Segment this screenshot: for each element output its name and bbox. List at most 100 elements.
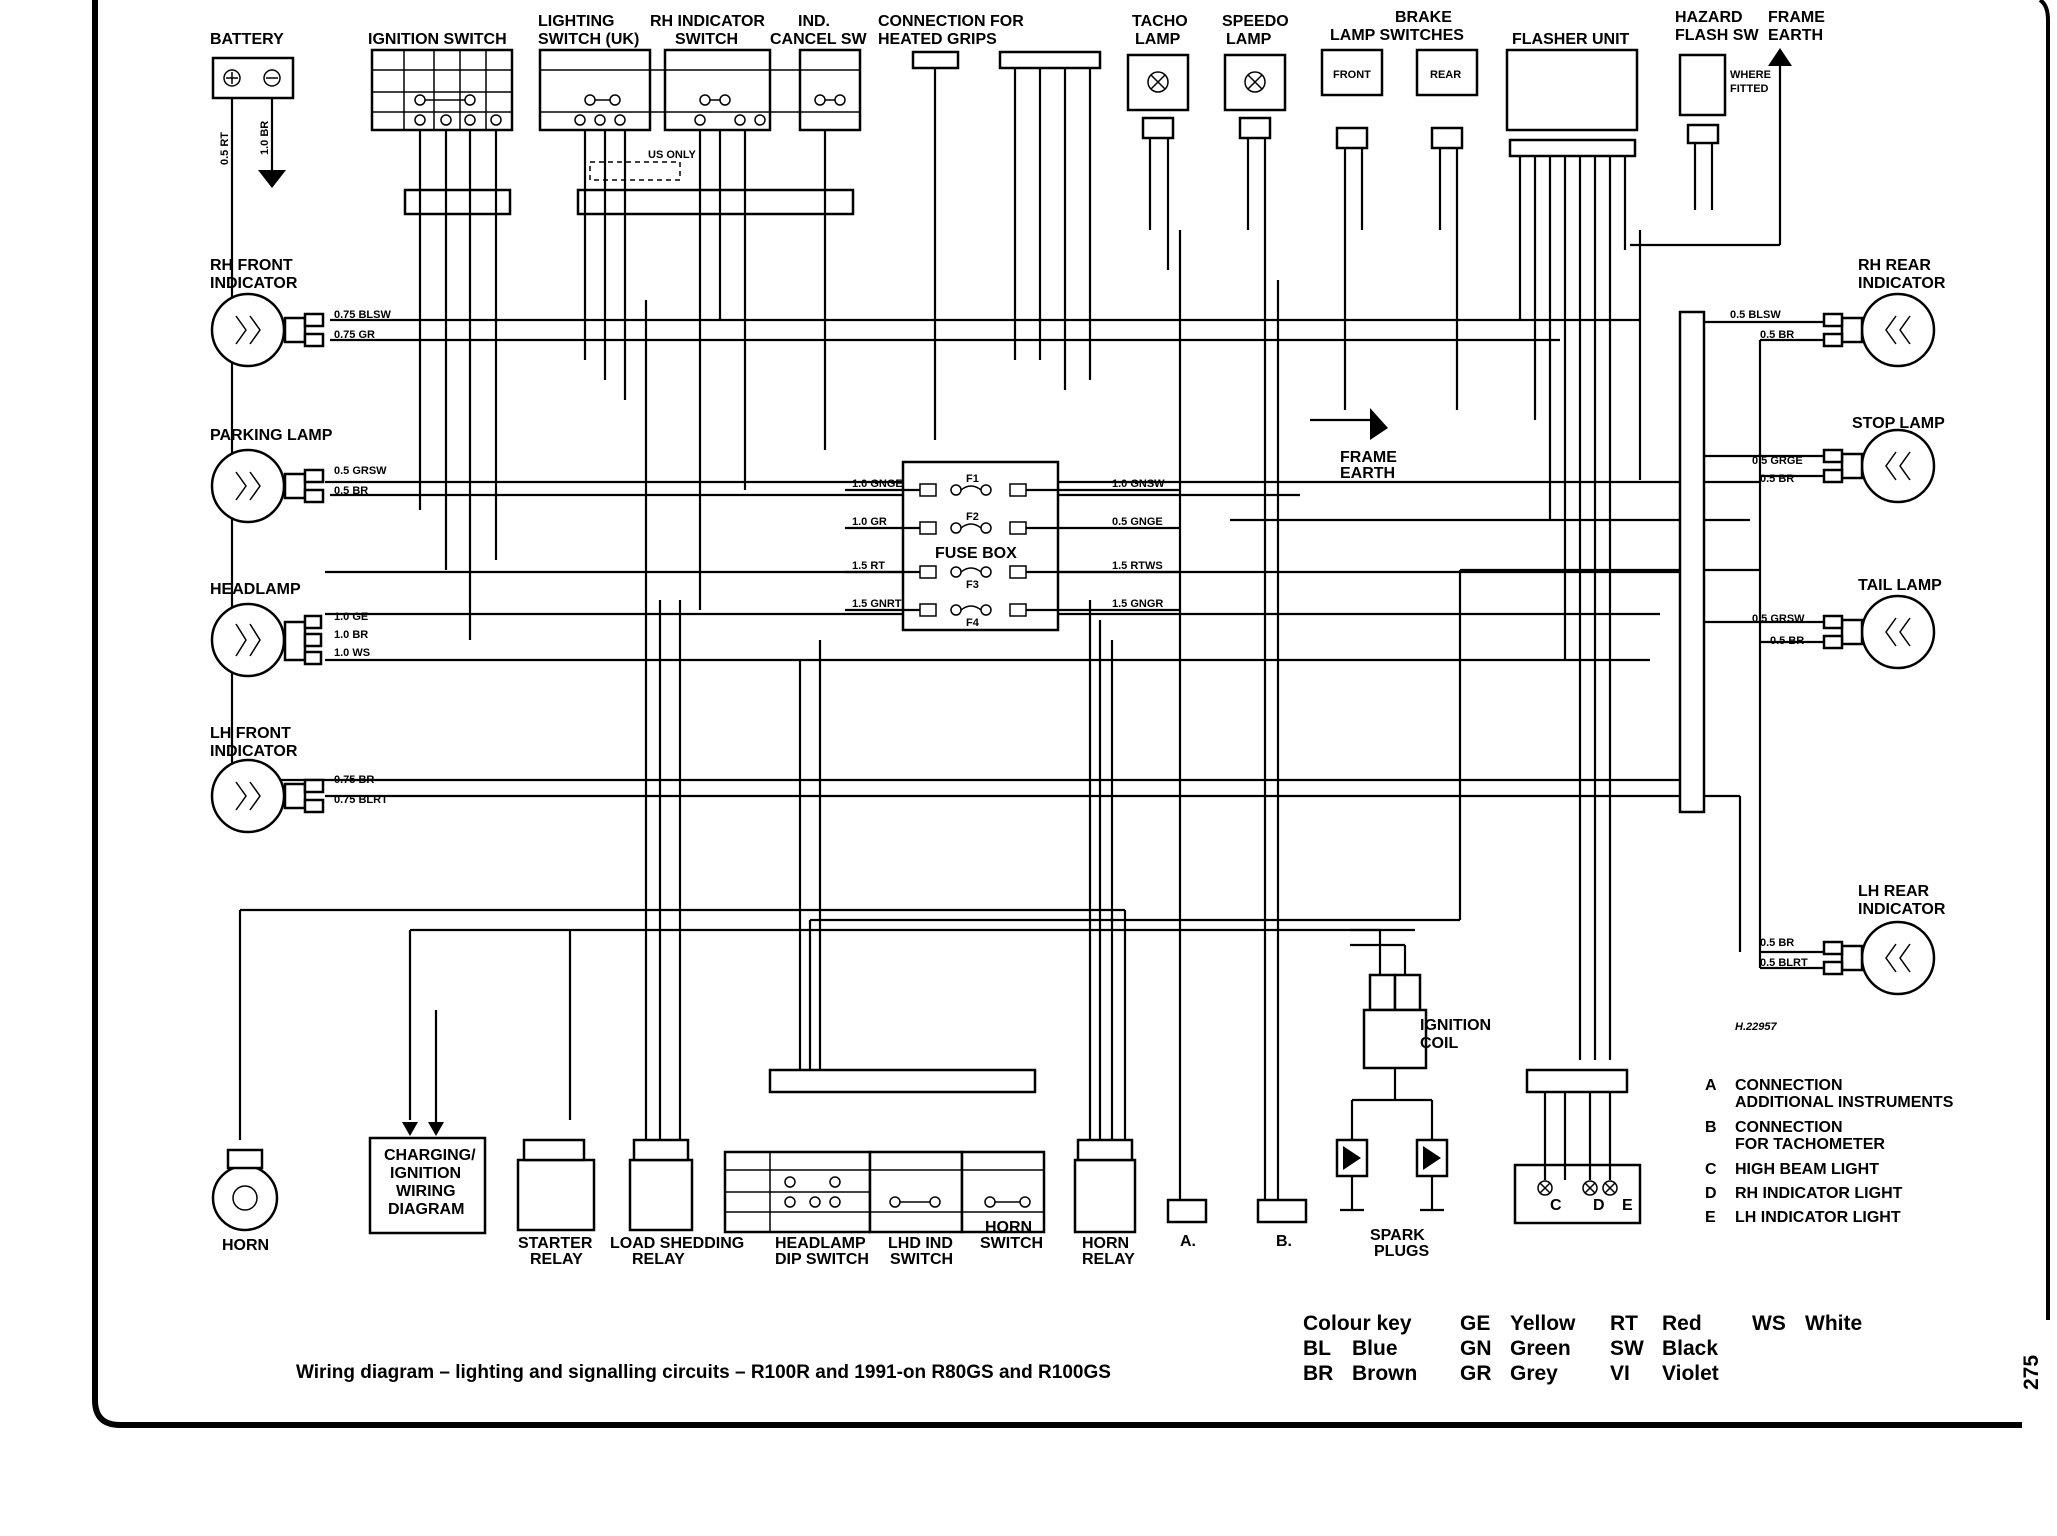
rear-harness-bar (1678, 310, 1706, 814)
lower-harness-connector (768, 1068, 1037, 1094)
connection-legend: A CONNECTION ADDITIONAL INSTRUMENTS B CO… (1705, 1077, 1954, 1226)
ignition-switch-label: IGNITION SWITCH (368, 31, 507, 48)
ck-name-ge: Yellow (1510, 1312, 1576, 1335)
rh-indicator-switch-label-1: RH INDICATOR (650, 13, 765, 30)
ck-code-br: BR (1303, 1362, 1333, 1385)
ind-cancel-label-2: CANCEL SW (770, 31, 867, 48)
lh-rear-indicator: LH REAR INDICATOR 0.5 BR 0.5 BLRT (1760, 883, 1946, 996)
headlamp-label: HEADLAMP (210, 581, 301, 598)
rh-front-wire-1: 0.75 BLSW (334, 309, 391, 321)
rh-rear-wire-1: 0.5 BLSW (1730, 309, 1781, 321)
lh-front-indicator: LH FRONT INDICATOR 0.75 BR 0.75 BLRT (210, 725, 388, 834)
ignition-coil: IGNITION COIL (1350, 928, 1491, 1140)
ck-code-sw: SW (1610, 1337, 1644, 1360)
charging-label-2: IGNITION (390, 1165, 461, 1182)
reference-code: H.22957 (1735, 1021, 1777, 1033)
stop-wire-2: 0.5 BR (1760, 473, 1794, 485)
load-shedding-relay: LOAD SHEDDING RELAY (610, 1138, 744, 1268)
charging-label-1: CHARGING/ (384, 1147, 476, 1164)
ck-name-gn: Green (1510, 1337, 1571, 1360)
ignition-coil-label-2: COIL (1420, 1035, 1458, 1052)
speedo-lamp-label-2: LAMP (1226, 31, 1272, 48)
rh-front-label-2: INDICATOR (210, 275, 298, 292)
charging-label-4: DIAGRAM (388, 1201, 464, 1218)
ck-name-br: Brown (1352, 1362, 1417, 1385)
page-border (92, 0, 2022, 1428)
lh-rear-wire-1: 0.5 BR (1760, 937, 1794, 949)
spark-plugs: SPARK PLUGS (1335, 1138, 1449, 1260)
headlamp-wire-3: 1.0 WS (334, 647, 370, 659)
fuse-left-wire-1: 1.0 GNGE (852, 478, 903, 490)
brake-switch-label-2: LAMP SWITCHES (1330, 27, 1464, 44)
frame-earth-mid-1: FRAME (1340, 449, 1397, 466)
horn-relay-label-2: RELAY (1082, 1251, 1135, 1268)
legend-a-text-1: CONNECTION (1735, 1077, 1843, 1094)
frame-earth-top-1: FRAME (1768, 9, 1825, 26)
lh-front-wire-1: 0.75 BR (334, 774, 374, 786)
horn-switch-label-1: HORN (985, 1219, 1032, 1236)
fuse-f3-label: F3 (966, 579, 979, 591)
legend-a-code: A (1705, 1077, 1717, 1094)
legend-e-text: LH INDICATOR LIGHT (1735, 1209, 1901, 1226)
ignition-switch: IGNITION SWITCH (368, 31, 514, 132)
lhd-ind-label-1: LHD IND (888, 1235, 953, 1252)
lhd-ind-switch: LHD IND SWITCH (868, 1150, 964, 1268)
brake-front-label: FRONT (1333, 69, 1371, 81)
colour-key: Colour key BL Blue BR Brown GE Yellow GN… (1303, 1312, 1862, 1385)
tacho-lamp-label-2: LAMP (1135, 31, 1181, 48)
horn-switch-label-2: SWITCH (980, 1235, 1043, 1252)
horn: HORN (211, 1148, 279, 1254)
charging-ignition-diagram: CHARGING/ IGNITION WIRING DIAGRAM (368, 1010, 487, 1235)
ck-code-vi: VI (1610, 1362, 1630, 1385)
hazard-flash-switch: HAZARD FLASH SW WHERE FITTED FRAME EARTH (1675, 9, 1825, 245)
fuse-right-wire-3: 1.5 RTWS (1112, 560, 1163, 572)
legend-d-code: D (1705, 1185, 1717, 1202)
battery-wire-2: 1.0 BR (259, 121, 271, 155)
switch-harness-connector (576, 188, 855, 216)
fuse-right-wire-1: 1.0 GNSW (1112, 478, 1165, 490)
horn-switch: HORN SWITCH (960, 1150, 1046, 1252)
flasher-unit: FLASHER UNIT (1505, 31, 1639, 1060)
starter-relay: STARTER RELAY (516, 1138, 596, 1268)
brake-switch-label-1: BRAKE (1395, 9, 1452, 26)
ck-name-ws: White (1805, 1312, 1862, 1335)
headlamp: HEADLAMP 1.0 GE 1.0 BR 1.0 WS (210, 581, 370, 678)
lh-rear-label-1: LH REAR (1858, 883, 1930, 900)
connector-a-label: A. (1180, 1233, 1196, 1250)
speedo-lamp: SPEEDO LAMP (1222, 13, 1289, 270)
legend-b-text-1: CONNECTION (1735, 1119, 1843, 1136)
hazard-label-2: FLASH SW (1675, 27, 1759, 44)
lhd-ind-label-2: SWITCH (890, 1251, 953, 1268)
stop-lamp-label: STOP LAMP (1852, 415, 1945, 432)
tacho-lamp: TACHO LAMP (1126, 13, 1190, 270)
dip-switch-label-2: DIP SWITCH (775, 1251, 869, 1268)
rh-front-label-1: RH FRONT (210, 257, 293, 274)
fuse-left-wire-3: 1.5 RT (852, 560, 885, 572)
load-shedding-label-2: RELAY (632, 1251, 685, 1268)
fuse-f2-label: F2 (966, 511, 979, 523)
ck-code-gn: GN (1460, 1337, 1492, 1360)
lh-front-wire-2: 0.75 BLRT (334, 794, 388, 806)
load-shedding-label-1: LOAD SHEDDING (610, 1235, 744, 1252)
lower-vertical-wires (238, 230, 1462, 1200)
flasher-unit-label: FLASHER UNIT (1512, 31, 1630, 48)
diagram-caption: Wiring diagram – lighting and signalling… (296, 1362, 1111, 1383)
rh-rear-label-1: RH REAR (1858, 257, 1931, 274)
headlamp-dip-switch: HEADLAMP DIP SWITCH (723, 1150, 872, 1268)
horn-relay-label-1: HORN (1082, 1235, 1129, 1252)
charging-label-3: WIRING (396, 1183, 456, 1200)
instrument-indicators: C D E (1513, 1092, 1642, 1225)
rh-front-indicator: RH FRONT INDICATOR 0.75 BLSW 0.75 GR (210, 257, 391, 368)
battery-wire-1: 0.5 RT (219, 132, 231, 165)
page-border-right (2038, 0, 2050, 1320)
frame-earth-middle: FRAME EARTH (1310, 408, 1397, 482)
fuse-f4-label: F4 (966, 617, 980, 629)
stop-lamp: STOP LAMP 0.5 GRGE 0.5 BR (1752, 415, 1945, 504)
us-only-label: US ONLY (648, 149, 697, 161)
legend-c-text: HIGH BEAM LIGHT (1735, 1161, 1879, 1178)
headlamp-wire-2: 1.0 BR (334, 629, 368, 641)
brake-rear-label: REAR (1430, 69, 1461, 81)
instrument-harness-connector (1525, 1068, 1629, 1094)
fuse-left-wire-4: 1.5 GNRT (852, 598, 902, 610)
legend-a-text-2: ADDITIONAL INSTRUMENTS (1735, 1094, 1954, 1111)
